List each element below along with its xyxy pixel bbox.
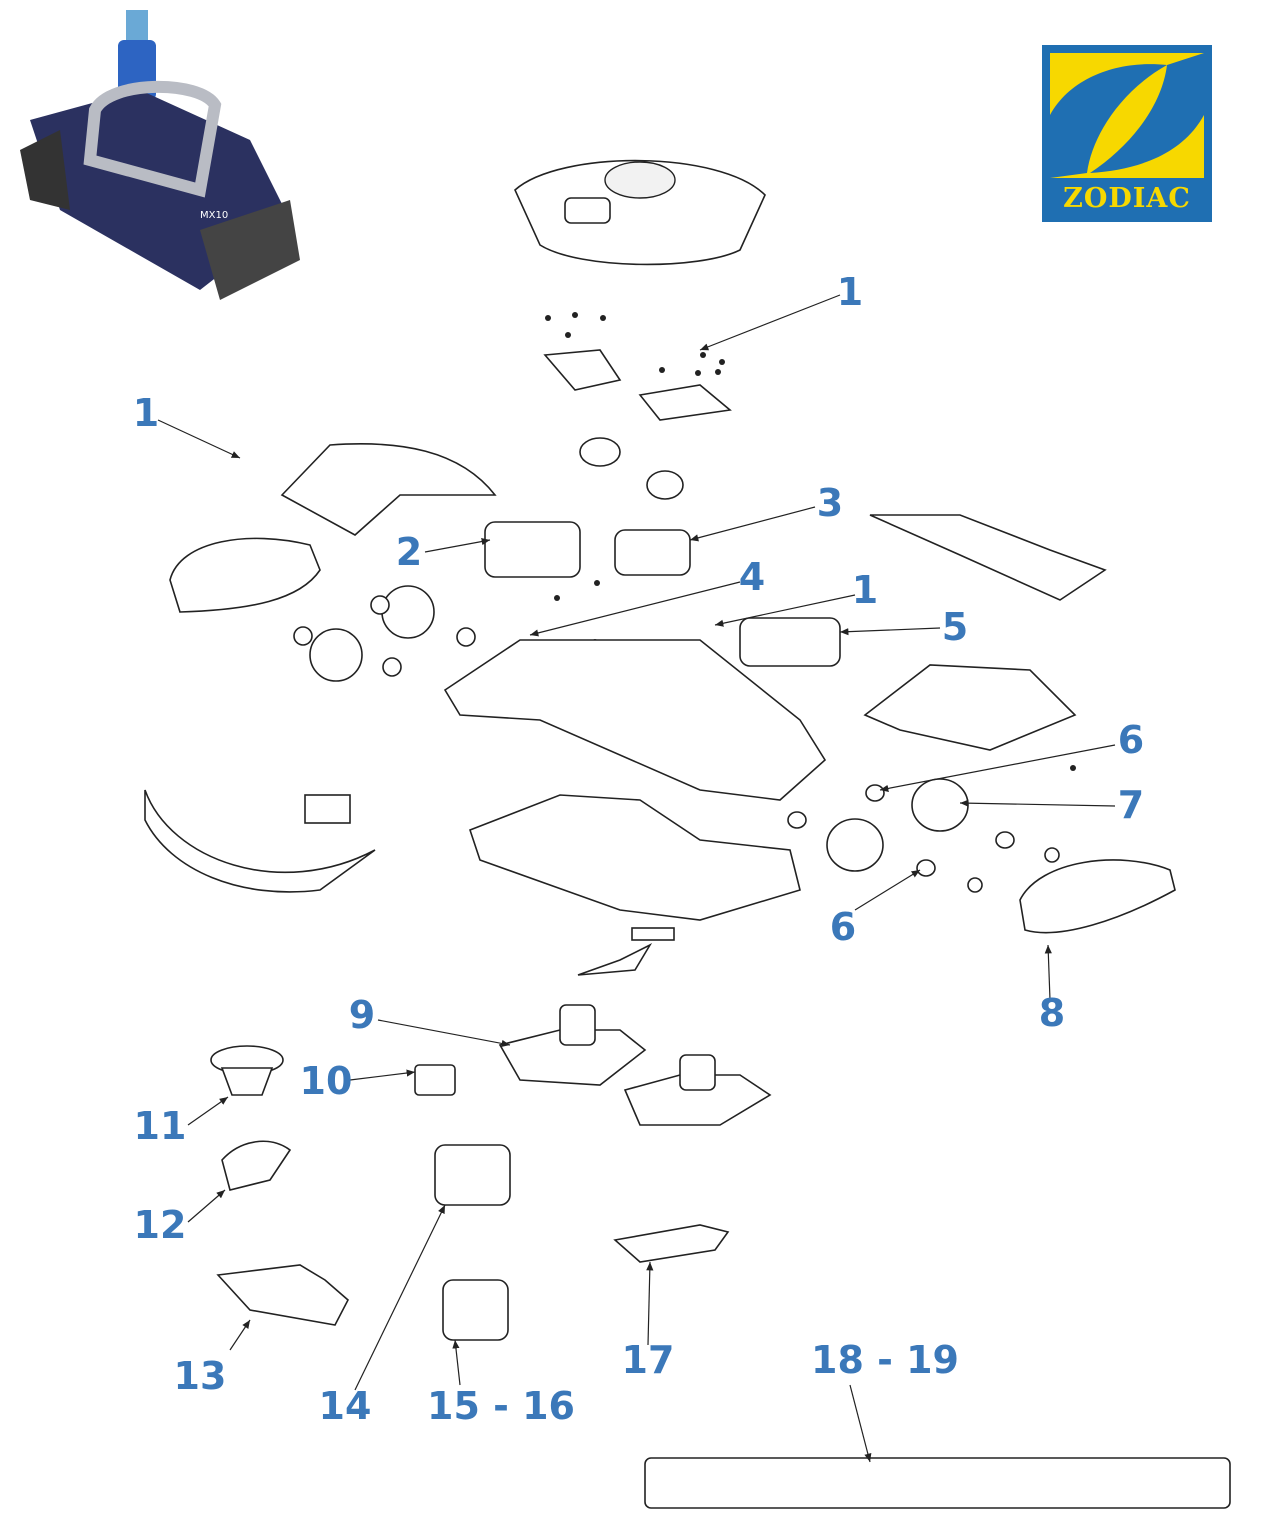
hose-connector: [613, 1224, 730, 1263]
callout-label: 10: [299, 1059, 353, 1103]
zodiac-z-mark: [1050, 53, 1204, 178]
cone-body: [220, 1067, 274, 1096]
skirts: [498, 1004, 772, 1126]
gear: [579, 437, 621, 467]
product-badge: MX10: [200, 210, 228, 221]
callout-label: 15 - 16: [427, 1384, 575, 1428]
callout-label: 8: [1038, 991, 1066, 1035]
callout-label: 1: [836, 270, 864, 314]
callout-label: 18 - 19: [811, 1338, 959, 1382]
strap-clip: [631, 927, 675, 941]
top-cover: [514, 159, 766, 266]
track-left: [169, 537, 321, 613]
callout-label: 12: [133, 1203, 187, 1247]
side-panel: [869, 514, 1107, 601]
callout-label: 7: [1117, 783, 1145, 827]
callout-label: 1: [132, 391, 160, 435]
pivot-assembly: [614, 529, 691, 576]
callout-label: 6: [829, 905, 857, 949]
rear-hood: [863, 664, 1077, 751]
front-hood: [280, 443, 497, 536]
weight: [434, 1144, 511, 1206]
chassis: [443, 639, 827, 801]
callout-label: 1: [851, 568, 879, 612]
callout-label: 4: [738, 555, 766, 599]
wheels-left: [293, 585, 476, 682]
callout-label: 6: [1117, 718, 1145, 762]
callout-label: 5: [941, 605, 969, 649]
pivot-cover-right: [638, 384, 732, 421]
clip: [304, 794, 351, 824]
leader-lines: [157, 294, 1116, 1463]
turbine-housing: [484, 521, 581, 578]
bumper: [144, 789, 376, 893]
callout-label: 3: [816, 481, 844, 525]
callout-label: 17: [621, 1338, 675, 1382]
strap: [577, 943, 653, 976]
callout-label: 2: [395, 530, 423, 574]
valve: [414, 1064, 456, 1096]
callout-label: 14: [318, 1384, 372, 1428]
product-photo: MX10: [20, 10, 300, 300]
hose-section: [644, 1457, 1231, 1509]
swivel: [442, 1279, 509, 1341]
gear: [646, 470, 684, 500]
zodiac-logo: ZODIAC: [1042, 45, 1212, 222]
bottom-plate: [469, 794, 801, 921]
callout-label: 11: [133, 1104, 187, 1148]
turbine-housing-2: [739, 617, 841, 667]
pivot-cover-left: [543, 349, 622, 391]
track-right: [1019, 859, 1176, 934]
logo-text: ZODIAC: [1063, 183, 1191, 214]
wheels-right: [787, 778, 1060, 893]
callout-label: 13: [173, 1354, 227, 1398]
callout-label: 9: [348, 993, 376, 1037]
regulator-valve: [216, 1264, 350, 1326]
elbow: [221, 1140, 292, 1191]
